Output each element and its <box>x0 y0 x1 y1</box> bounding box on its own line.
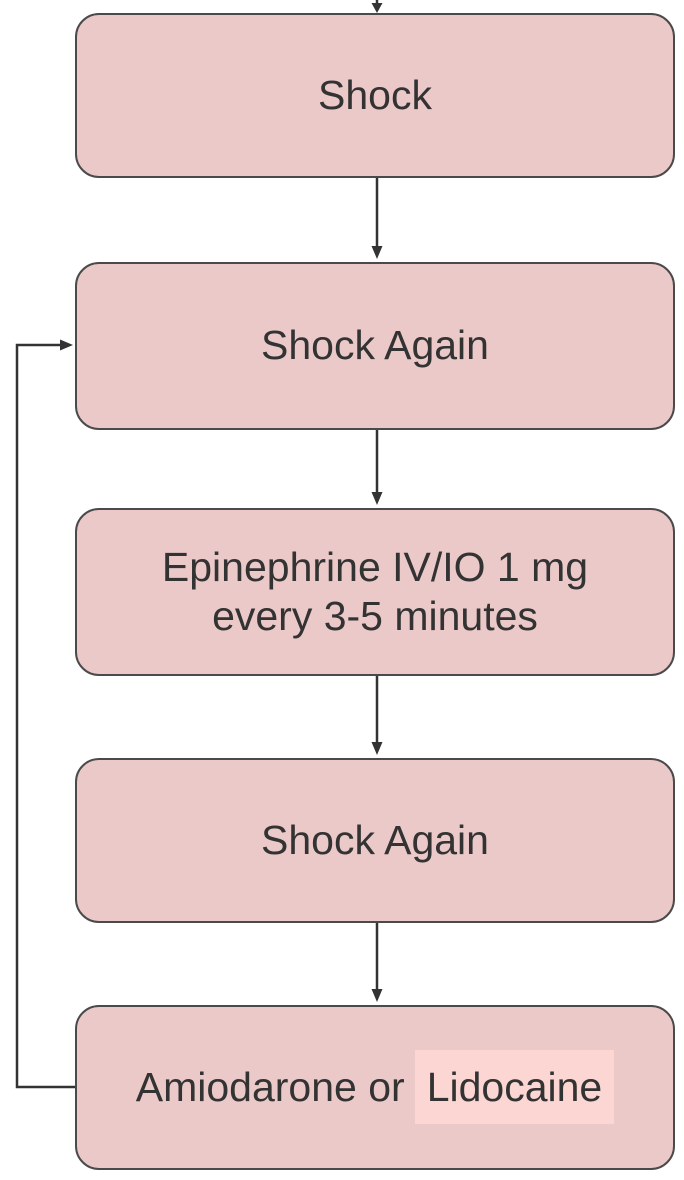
amiodarone-text: Amiodarone or <box>135 1063 405 1110</box>
lidocaine-highlight: Lidocaine <box>414 1049 615 1124</box>
node-epinephrine-line-2: every 3-5 minutes <box>212 593 538 639</box>
node-epinephrine-line-1: Epinephrine IV/IO 1 mg <box>161 543 589 590</box>
node-shock-again-1: Shock Again <box>75 262 675 430</box>
node-shock-again-1-label: Shock Again <box>261 322 489 369</box>
arrow-loop-back-to-shock-again-1 <box>15 339 75 1089</box>
arrow-offscreen-to-shock <box>371 0 383 13</box>
node-epinephrine-label: Epinephrine IV/IO 1 mg every 3-5 minutes <box>162 543 588 641</box>
node-epinephrine: Epinephrine IV/IO 1 mg every 3-5 minutes <box>75 508 675 676</box>
arrow-shock-again-2-to-amiodarone <box>371 923 383 1002</box>
node-shock-again-2-label: Shock Again <box>261 816 489 863</box>
arrow-epinephrine-to-shock-again-2 <box>371 676 383 755</box>
node-shock: Shock <box>75 13 675 178</box>
arrow-shock-to-shock-again-1 <box>371 178 383 259</box>
node-shock-again-2: Shock Again <box>75 758 675 923</box>
arrow-shock-again-1-to-epinephrine <box>371 430 383 505</box>
node-shock-label: Shock <box>318 71 432 118</box>
